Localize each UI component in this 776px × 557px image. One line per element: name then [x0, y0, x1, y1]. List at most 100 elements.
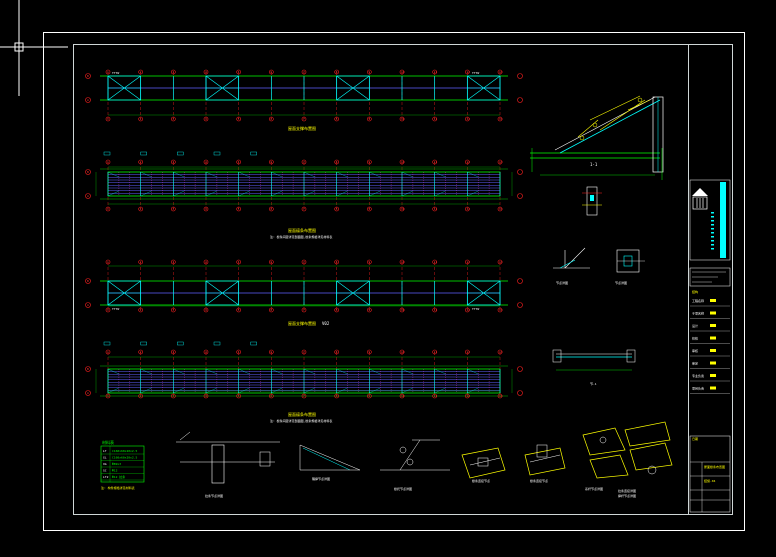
knee-brace — [434, 387, 446, 394]
knee-brace — [205, 368, 217, 375]
tie-bar-detail[interactable]: 系杆节点详图 — [582, 427, 629, 491]
axis-letter-bubble — [517, 366, 523, 372]
section-1-1-detail[interactable]: 1-1 — [530, 95, 664, 180]
plan3-top-axis-number: 8 — [336, 260, 338, 264]
axis-letter: B — [87, 279, 89, 283]
plan1-bottom-axis-bubble — [497, 116, 503, 122]
section-elevation-detail[interactable]: 节-1 — [552, 349, 636, 386]
knee-brace — [205, 171, 217, 178]
plan1-bottom-axis-bubble — [138, 116, 143, 122]
title-block-signature-mark — [710, 374, 716, 377]
plan3-top-axis-number: 10 — [401, 260, 405, 264]
plan2-bottom-axis-number: 9 — [368, 207, 370, 211]
material-spec: C160x60x20x2.5 — [112, 456, 137, 460]
roof-bracing-plan-1-caption: 屋面支撑布置图 — [288, 125, 316, 131]
plan3-bottom-axis-bubble — [301, 307, 307, 313]
knee-brace — [140, 387, 152, 394]
plan2-top-axis-number: 7 — [303, 160, 305, 164]
plan1-top-axis-bubble — [399, 69, 405, 75]
plan1-top-axis-bubble — [203, 69, 209, 75]
plan2-bottom-axis-bubble — [171, 206, 176, 212]
plan4-top-axis-bubble — [432, 349, 437, 355]
plan1-top-axis-bubble — [432, 69, 437, 75]
detail-g-label: 拉条连接详图 — [618, 488, 636, 493]
plan2-top-axis-number: 2 — [140, 160, 142, 164]
plan2-bottom-axis-number: 4 — [205, 207, 207, 211]
knee-brace — [401, 387, 413, 394]
title-block-row-label: 项目负责 — [692, 386, 704, 391]
plan3-top-axis-number: 6 — [270, 260, 272, 264]
plan3-bottom-axis-bubble — [399, 307, 405, 313]
node-detail-1-label: 节点详图 — [556, 280, 568, 285]
knee-brace — [238, 171, 250, 178]
plan4-bottom-axis-bubble — [171, 393, 176, 399]
plan1-top-axis-number: 9 — [368, 70, 370, 74]
member-tag — [177, 341, 184, 346]
plan1-bottom-axis-number: 9 — [368, 117, 370, 121]
plan2-top-axis-number: 6 — [270, 160, 272, 164]
plan3-bottom-axis-bubble — [269, 307, 274, 313]
plan3-top-axis-bubble — [236, 259, 241, 265]
plan-corner-label: TTTW — [112, 71, 119, 75]
plan3-top-axis-number: 11 — [434, 260, 438, 264]
knee-brace-detail[interactable]: 隅撑节点详图 — [299, 444, 361, 481]
plan2-top-axis-bubble — [138, 159, 143, 165]
member-tag — [140, 341, 147, 346]
node-detail-column[interactable] — [582, 186, 602, 216]
corner-node-detail[interactable]: 节点详图 — [615, 249, 645, 285]
rod-connection-detail[interactable]: 拉条连接详图 撑杆节点详图 — [618, 421, 673, 498]
plan2-top-axis-number: 8 — [336, 160, 338, 164]
plan2-bottom-axis-bubble — [236, 206, 241, 212]
purlin-plan-1-caption: 屋面檩条布置图 — [288, 227, 316, 233]
plan1-bottom-axis-bubble — [269, 116, 274, 122]
knee-brace — [303, 387, 315, 394]
knee-brace — [107, 190, 119, 197]
axis-letter: B — [87, 367, 89, 371]
plan4-bottom-axis-number: 9 — [368, 394, 370, 398]
plan3-top-axis-number: 9 — [368, 260, 370, 264]
purlin-support-detail[interactable]: 檩托节点详图 — [380, 439, 450, 491]
plan3-bottom-axis-bubble — [138, 307, 143, 313]
plan2-top-axis-bubble — [465, 159, 470, 165]
title-block-row-label: 专业负责 — [692, 373, 704, 378]
plan3-top-axis-bubble — [465, 259, 470, 265]
plan2-top-axis-bubble — [171, 159, 176, 165]
knee-brace — [467, 171, 479, 178]
plan-corner-label: TTTW — [472, 71, 479, 75]
plan3-bottom-axis-number: 3 — [172, 308, 174, 312]
plan2-top-axis-number: 11 — [434, 160, 438, 164]
knee-brace — [336, 190, 348, 197]
plan4-top-axis-bubble — [269, 349, 274, 355]
plan2-top-axis-bubble — [334, 159, 339, 165]
knee-brace — [107, 387, 119, 394]
plan1-bottom-axis-bubble — [301, 116, 307, 122]
brace-node-detail[interactable]: 节点详图 — [553, 247, 590, 285]
title-block-text-mark — [711, 212, 714, 214]
plan4-top-axis-bubble — [138, 349, 143, 355]
title-block-signature-mark — [710, 361, 716, 365]
purlin-connection-detail-2[interactable]: 檩条连接节点 — [524, 444, 566, 483]
plan2-bottom-axis-number: 3 — [172, 207, 174, 211]
plan2-bottom-axis-bubble — [301, 206, 307, 212]
plan1-bottom-axis-number: 12 — [466, 117, 470, 121]
knee-brace — [467, 387, 479, 394]
plan2-top-axis-number: 12 — [466, 160, 470, 164]
material-table-footnote: 注: 构件规格详见材料表 — [101, 485, 135, 490]
member-tag — [140, 151, 147, 156]
plan-corner-label: TTTW — [472, 307, 479, 311]
plan4-bottom-axis-number: 13 — [499, 394, 503, 398]
brace-rod-detail[interactable]: 拉条节点详图 — [176, 431, 280, 498]
plan2-bottom-axis-number: 13 — [499, 207, 503, 211]
plan3-top-axis-number: 13 — [499, 260, 503, 264]
plan2-top-axis-number: 5 — [238, 160, 240, 164]
purlin-connection-detail-1[interactable]: 檩条连接节点 — [461, 447, 506, 483]
plan1-bottom-axis-number: 4 — [205, 117, 207, 121]
plan4-top-axis-number: 13 — [499, 350, 503, 354]
